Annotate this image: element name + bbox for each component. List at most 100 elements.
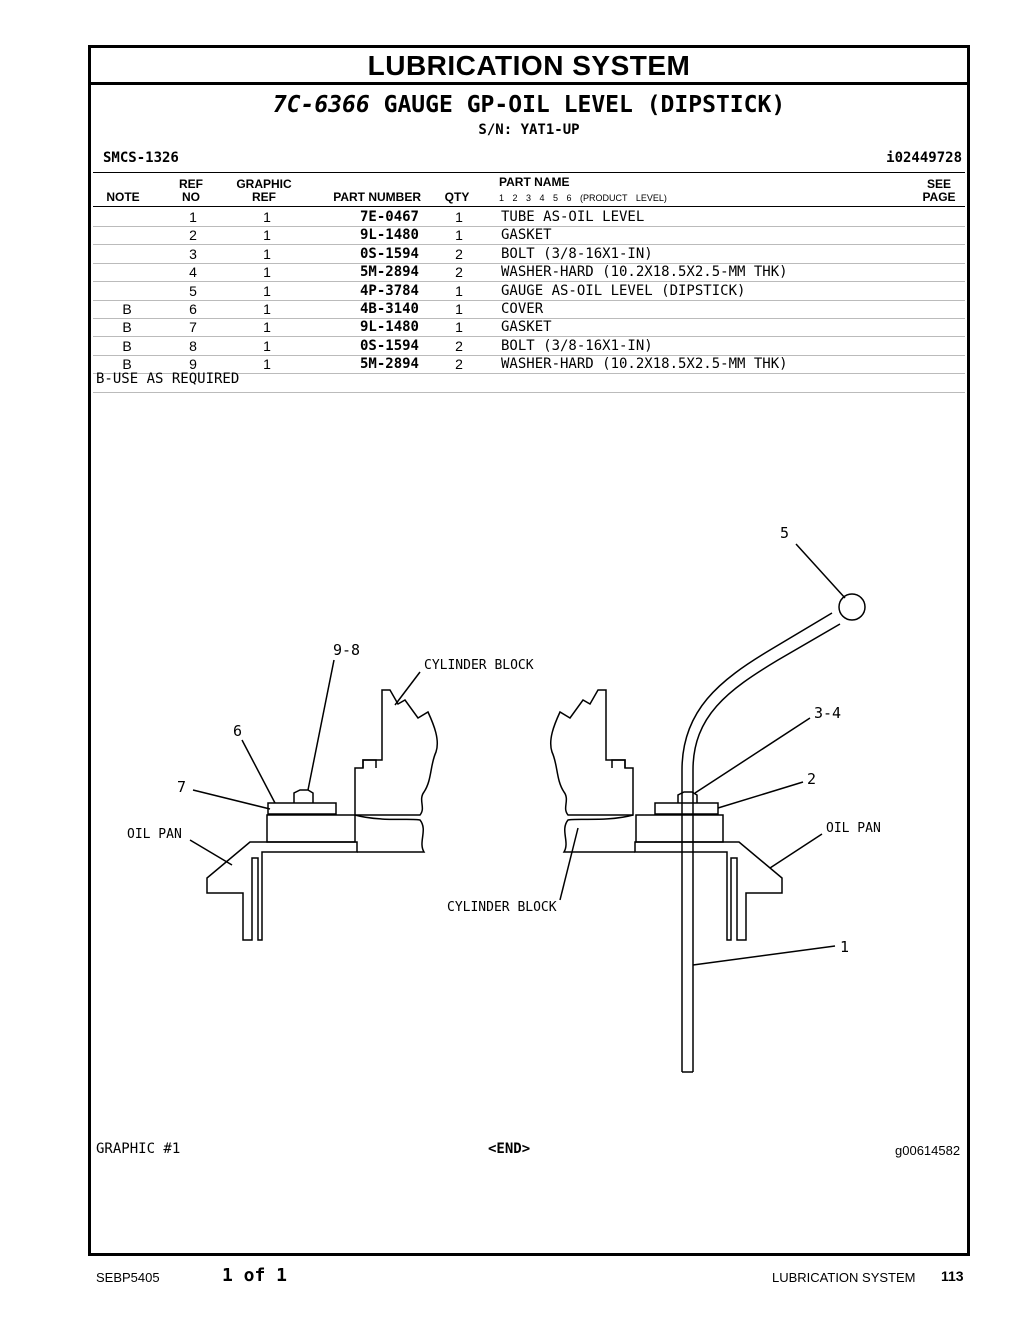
part-number-cell: 7E-0467 — [359, 209, 419, 225]
note-cell: B — [122, 319, 132, 336]
dipstick-handle — [838, 593, 866, 621]
callout-cylinder-block-bottom: CYLINDER BLOCK — [447, 900, 557, 915]
part-number-cell: 0S-1594 — [359, 245, 419, 262]
qty-cell: 2 — [455, 337, 463, 354]
col-header-product-level: 1 2 3 4 5 6 (PRODUCT LEVEL) — [499, 193, 667, 203]
part-name-cell: GASKET — [501, 227, 552, 244]
right-cylinder-block-top — [549, 689, 634, 816]
footer-doc-number: SEBP5405 — [96, 1270, 160, 1285]
left-cylinder-block-bottom — [266, 814, 356, 843]
leader-7 — [192, 789, 271, 810]
col-header-note: NOTE — [106, 190, 140, 204]
graphic-ref-cell: 1 — [263, 282, 271, 299]
col-header-part-number: PART NUMBER — [333, 190, 421, 204]
graphic-ref-cell: 1 — [263, 356, 271, 373]
left-bolt — [293, 789, 314, 803]
qty-cell: 1 — [455, 319, 463, 336]
qty-cell: 1 — [455, 282, 463, 299]
col-header-part-name: PART NAME — [499, 175, 570, 189]
callout-2: 2 — [807, 770, 817, 788]
graphic-ref-cell: 1 — [263, 319, 271, 336]
left-cylinder-block-top — [354, 689, 439, 816]
page-title: LUBRICATION SYSTEM — [91, 48, 967, 85]
ref-no-cell: 8 — [189, 337, 197, 354]
note-cell: B — [122, 356, 132, 373]
leader-oil-pan-left — [189, 839, 233, 866]
graphic-ref-cell: 1 — [263, 245, 271, 262]
right-block-bolt-head — [611, 759, 626, 768]
left-block-lower-edge — [354, 814, 426, 853]
right-block-lower-edge — [562, 814, 635, 853]
ref-no-cell: 6 — [189, 301, 197, 317]
qty-cell: 2 — [455, 264, 463, 281]
ref-no-cell: 5 — [189, 282, 197, 299]
part-name-cell: GASKET — [501, 319, 552, 336]
right-gasket-plate — [654, 802, 719, 815]
col-header-graphic-bottom: REF — [252, 190, 276, 204]
note-cell: B — [122, 301, 132, 317]
graphic-ref-cell: 1 — [263, 301, 271, 317]
col-header-qty: QTY — [444, 190, 470, 204]
ref-no-cell: 4 — [189, 264, 197, 281]
part-name-cell: WASHER-HARD (10.2X18.5X2.5-MM THK) — [501, 264, 788, 281]
part-name-cell: TUBE AS-OIL LEVEL — [501, 209, 645, 225]
callout-cylinder-block-top: CYLINDER BLOCK — [424, 658, 534, 673]
part-name-cell: BOLT (3/8-16X1-IN) — [501, 245, 653, 262]
smcs-code: SMCS-1326 — [103, 150, 179, 166]
col-header-see-top: SEE — [926, 177, 951, 191]
leader-oil-pan-right — [769, 833, 823, 869]
page-frame: LUBRICATION SYSTEM 7C-6366 GAUGE GP-OIL … — [88, 45, 970, 1256]
ref-no-cell: 3 — [189, 245, 197, 262]
header-rule-bottom — [93, 206, 965, 207]
end-marker: <END> — [488, 1141, 531, 1157]
left-block-bolt-head — [362, 759, 377, 768]
part-number-cell: 9L-1480 — [359, 227, 419, 244]
col-header-see-bottom: PAGE — [922, 190, 956, 204]
right-oil-pan — [634, 841, 783, 941]
col-header-ref-top: REF — [179, 177, 203, 191]
leader-cylinder-top — [394, 671, 421, 706]
leader-9-8 — [307, 659, 335, 791]
callout-oil-pan-right: OIL PAN — [826, 821, 881, 836]
graphic-ref-cell: 1 — [263, 209, 271, 225]
leader-3-4 — [694, 717, 811, 794]
callout-6: 6 — [233, 722, 243, 740]
leader-1 — [692, 945, 836, 966]
graphic-ref-cell: 1 — [263, 227, 271, 244]
col-header-ref-bottom: NO — [182, 190, 200, 204]
ref-no-cell: 1 — [189, 209, 197, 225]
part-name-cell: COVER — [501, 301, 544, 317]
part-number-cell: 5M-2894 — [359, 264, 419, 281]
graphic-ref-cell: 1 — [263, 337, 271, 354]
leader-6 — [241, 739, 276, 804]
left-cover — [267, 802, 337, 815]
document-id: i02449728 — [886, 150, 962, 166]
group-part-title: GAUGE GP-OIL LEVEL (DIPSTICK) — [383, 92, 786, 118]
left-oil-pan — [206, 841, 358, 941]
group-part-number: 7C-6366 — [272, 92, 370, 118]
right-bolt — [677, 791, 698, 803]
callout-9-8: 9-8 — [333, 641, 361, 659]
table-row: 3 1 0S-1594 2 BOLT (3/8-16X1-IN) — [93, 245, 965, 264]
dipstick-tube-inner — [692, 623, 841, 1072]
callout-7: 7 — [177, 778, 187, 796]
qty-cell: 2 — [455, 245, 463, 262]
ref-no-cell: 2 — [189, 227, 197, 244]
note-cell: B — [122, 337, 132, 354]
part-number-cell: 4P-3784 — [359, 282, 419, 299]
ref-no-cell: 7 — [189, 319, 197, 336]
graphic-caption: GRAPHIC #1 — [96, 1141, 181, 1157]
callout-oil-pan-left: OIL PAN — [127, 827, 182, 842]
qty-cell: 1 — [455, 301, 463, 317]
callout-5: 5 — [780, 524, 790, 542]
part-name-cell: BOLT (3/8-16X1-IN) — [501, 337, 653, 354]
footer-page-count: 1 of 1 — [222, 1265, 288, 1286]
col-header-graphic-top: GRAPHIC — [236, 177, 292, 191]
